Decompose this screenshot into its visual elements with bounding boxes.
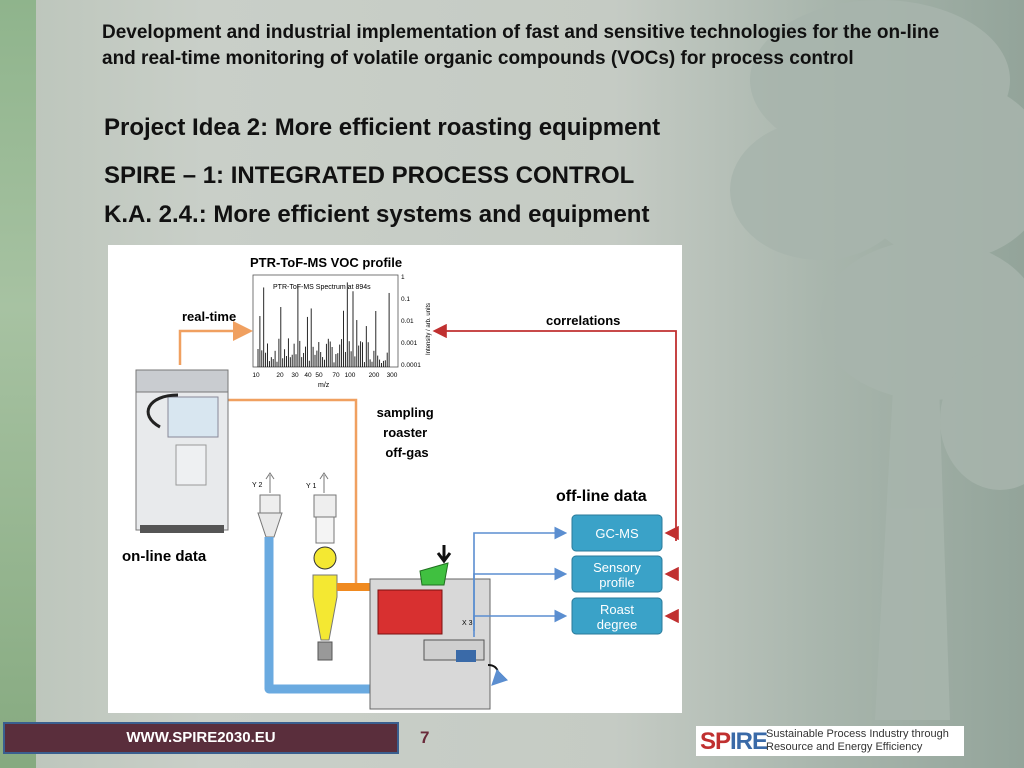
spectrum-x-axis-label: m/z: [318, 382, 330, 389]
x-tick-label: 200: [369, 372, 380, 379]
x3-label: X 3: [462, 620, 473, 627]
y1-label: Y 1: [306, 483, 316, 490]
x-tick-label: 40: [304, 372, 312, 379]
x-tick-label: 20: [276, 372, 284, 379]
x-tick-label: 50: [315, 372, 323, 379]
offline-box-label: Roast: [600, 602, 634, 617]
y-tick-label: 0.01: [401, 318, 414, 325]
sampling-label: sampling roaster off-gas: [377, 405, 438, 460]
x-tick-label: 100: [345, 372, 356, 379]
real-time-arrow: [178, 321, 253, 365]
cyclone-yellow: [312, 494, 338, 661]
y-tick-label: 0.1: [401, 296, 410, 303]
heading-ka: K.A. 2.4.: More efficient systems and eq…: [104, 201, 650, 228]
left-decor-strip: [0, 0, 36, 768]
footer-url[interactable]: WWW.SPIRE2030.EU: [3, 722, 399, 754]
spectrum-label: PTR-ToF-MS Spectrum at 894s: [273, 284, 371, 291]
feed-arrow-icon: [436, 545, 452, 564]
slide-title: Development and industrial implementatio…: [102, 22, 940, 69]
offline-box-label: Sensory: [593, 560, 641, 575]
sample-arrow: [473, 609, 568, 637]
x-tick-label: 30: [291, 372, 299, 379]
roaster: [369, 578, 491, 710]
correlations-arrow: [432, 323, 677, 541]
sample-arrow: [473, 567, 568, 631]
blue-duct: [264, 537, 390, 694]
x-tick-label: 10: [252, 372, 260, 379]
spectrum-y-ticks: 1 0.1 0.01 0.001 0.0001: [401, 274, 421, 369]
x-tick-label: 70: [332, 372, 340, 379]
heading-spire: SPIRE – 1: INTEGRATED PROCESS CONTROL: [104, 162, 635, 189]
y-tick-label: 0.0001: [401, 362, 421, 369]
y2-label: Y 2: [252, 482, 262, 489]
offline-box-label: GC-MS: [595, 526, 639, 541]
process-figure: PTR-ToF-MS VOC profile PTR-ToF-MS Spectr…: [108, 245, 682, 713]
spectrum-peaks: [257, 282, 390, 367]
y1-arrow-icon: [319, 472, 329, 493]
offline-box-label: profile: [599, 575, 634, 590]
green-hopper: [419, 562, 449, 586]
real-time-label: real-time: [182, 309, 236, 324]
page-number: 7: [420, 728, 430, 747]
ptr-tof-ms-instrument: [135, 369, 229, 533]
online-data-label: on-line data: [122, 548, 207, 565]
spire-logo: SPIRE Sustainable Process Industry throu…: [696, 726, 964, 756]
y-tick-label: 0.001: [401, 340, 418, 347]
spectrum-y-axis-label: Intensity / arb. units: [426, 303, 432, 355]
offline-data-label: off-line data: [556, 488, 647, 505]
spire-logo-tagline: Sustainable Process Industry through Res…: [766, 728, 949, 753]
offline-box: GC-MS: [571, 514, 663, 552]
voc-profile-title: PTR-ToF-MS VOC profile: [250, 255, 402, 270]
y2-arrow-icon: [265, 472, 275, 493]
offline-box-label: degree: [597, 617, 637, 632]
tree-silhouette-decor: [730, 0, 1024, 720]
x-tick-label: 300: [387, 372, 398, 379]
spire-logo-mark: SPIRE: [700, 728, 768, 755]
heading-project: Project Idea 2: More efficient roasting …: [104, 114, 661, 141]
y-tick-label: 1: [401, 274, 405, 281]
discharge-arrow-icon: [487, 664, 509, 686]
sampling-line: [195, 390, 358, 585]
correlations-label: correlations: [546, 313, 620, 328]
cyclone-grey: [257, 494, 283, 538]
